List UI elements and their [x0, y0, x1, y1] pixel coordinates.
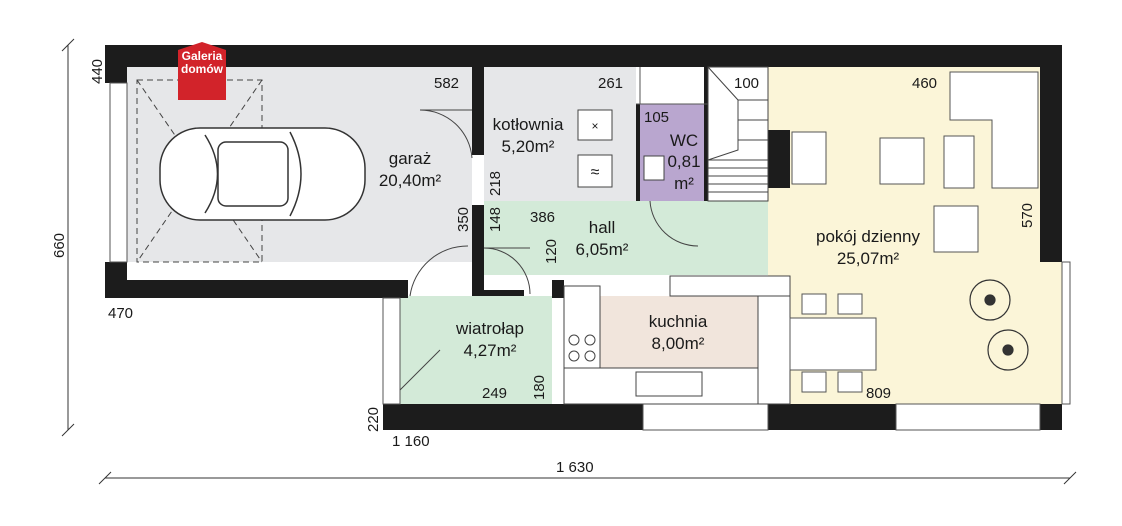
dim-100: 100 — [734, 75, 759, 92]
wc-area-top: 0,81 — [667, 152, 700, 171]
dim-249: 249 — [482, 385, 507, 402]
dim-660: 660 — [51, 233, 68, 258]
logo-line-1: Galeria — [181, 49, 223, 63]
hall-floor — [484, 201, 768, 275]
dim-582: 582 — [434, 75, 459, 92]
wc-floor — [640, 104, 706, 201]
door-swings — [399, 109, 699, 391]
garage-name: garaż — [389, 149, 432, 168]
dim-460: 460 — [912, 75, 937, 92]
boiler-appliances — [577, 109, 613, 188]
kitchen-units — [563, 275, 791, 405]
kitchen-name: kuchnia — [649, 312, 708, 331]
dim-350: 350 — [455, 207, 472, 232]
kitchen-floor — [598, 296, 758, 368]
dim-218: 218 — [487, 171, 504, 196]
kitchen-area: 8,00m² — [652, 334, 705, 353]
dim-1160: 1 160 — [392, 433, 430, 450]
dim-386: 386 — [530, 209, 555, 226]
logo-line-2: domów — [181, 62, 223, 76]
hall-name: hall — [589, 218, 615, 237]
dim-105: 105 — [644, 109, 669, 126]
living-room-area: 25,07m² — [837, 249, 900, 268]
window-frames — [109, 67, 1071, 431]
living-room-bay — [1040, 262, 1062, 404]
dim-261: 261 — [598, 75, 623, 92]
furnace-icon: × — [591, 119, 598, 133]
wc-name: WC — [670, 131, 698, 150]
dim-148: 148 — [487, 207, 504, 232]
vestibule-name: wiatrołap — [455, 319, 524, 338]
overall-dimension-lines — [61, 38, 1077, 485]
vestibule-area: 4,27m² — [464, 341, 517, 360]
boiler-room-name: kotłownia — [493, 115, 564, 134]
dim-809: 809 — [866, 385, 891, 402]
dim-180: 180 — [531, 375, 548, 400]
living-furniture — [789, 71, 1039, 393]
walls — [105, 45, 1062, 430]
boiler-room-area: 5,20m² — [502, 137, 555, 156]
plant-icons — [969, 279, 1029, 371]
hall-area: 6,05m² — [576, 240, 629, 259]
dim-1630: 1 630 — [556, 459, 594, 476]
staircase — [707, 66, 769, 202]
garage-area: 20,40m² — [379, 171, 442, 190]
living-room-name: pokój dzienny — [816, 227, 920, 246]
vestibule-floor — [400, 296, 552, 404]
wc-area-bottom: m² — [674, 174, 694, 193]
boiler-icon: ≈ — [591, 164, 600, 181]
car-icon — [159, 127, 366, 221]
dim-570: 570 — [1019, 203, 1036, 228]
galeria-domow-logo: Galeria domów — [170, 2, 234, 100]
dim-470: 470 — [108, 305, 133, 322]
dim-440: 440 — [89, 59, 106, 84]
wc-sink-icon — [643, 155, 665, 181]
dim-120: 120 — [543, 239, 560, 264]
dim-220: 220 — [365, 407, 382, 432]
